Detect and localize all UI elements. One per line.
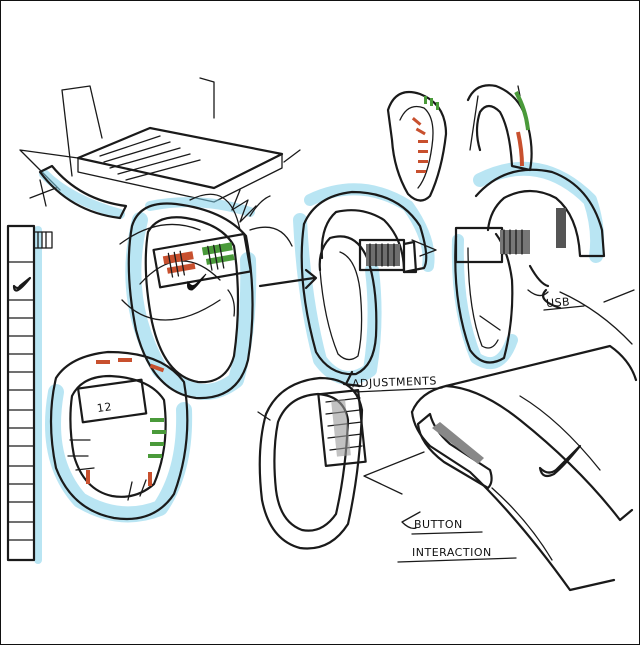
button-label: BUTTON — [414, 518, 463, 531]
strap-closeup-drawing — [410, 289, 638, 592]
swoosh-logo — [12, 276, 32, 292]
band-numeric-display-drawing: 12 — [45, 350, 193, 523]
flat-strap-drawing — [6, 224, 53, 564]
band-display-digits: 12 — [96, 400, 113, 415]
small-band-a-drawing — [386, 90, 448, 202]
scribble-connectors — [121, 189, 501, 421]
usb-label: USB — [546, 295, 571, 310]
annotation-usb: USB — [527, 289, 585, 311]
band-usb-right-drawing — [451, 161, 606, 369]
annotation-button-interaction: BUTTON INTERACTION — [397, 511, 517, 563]
adjustments-label: ADJUSTMENTS — [352, 374, 437, 390]
band-adjustment-drawing — [258, 370, 425, 550]
annotation-adjustments: ADJUSTMENTS — [352, 374, 443, 393]
detached-strap-drawing — [29, 164, 128, 220]
interaction-label: INTERACTION — [412, 546, 492, 559]
band-with-display-drawing — [119, 193, 271, 400]
band-display-panel: 12 — [76, 378, 148, 424]
band-usb-plugged-drawing — [258, 183, 437, 385]
small-band-b-drawing — [466, 84, 533, 172]
